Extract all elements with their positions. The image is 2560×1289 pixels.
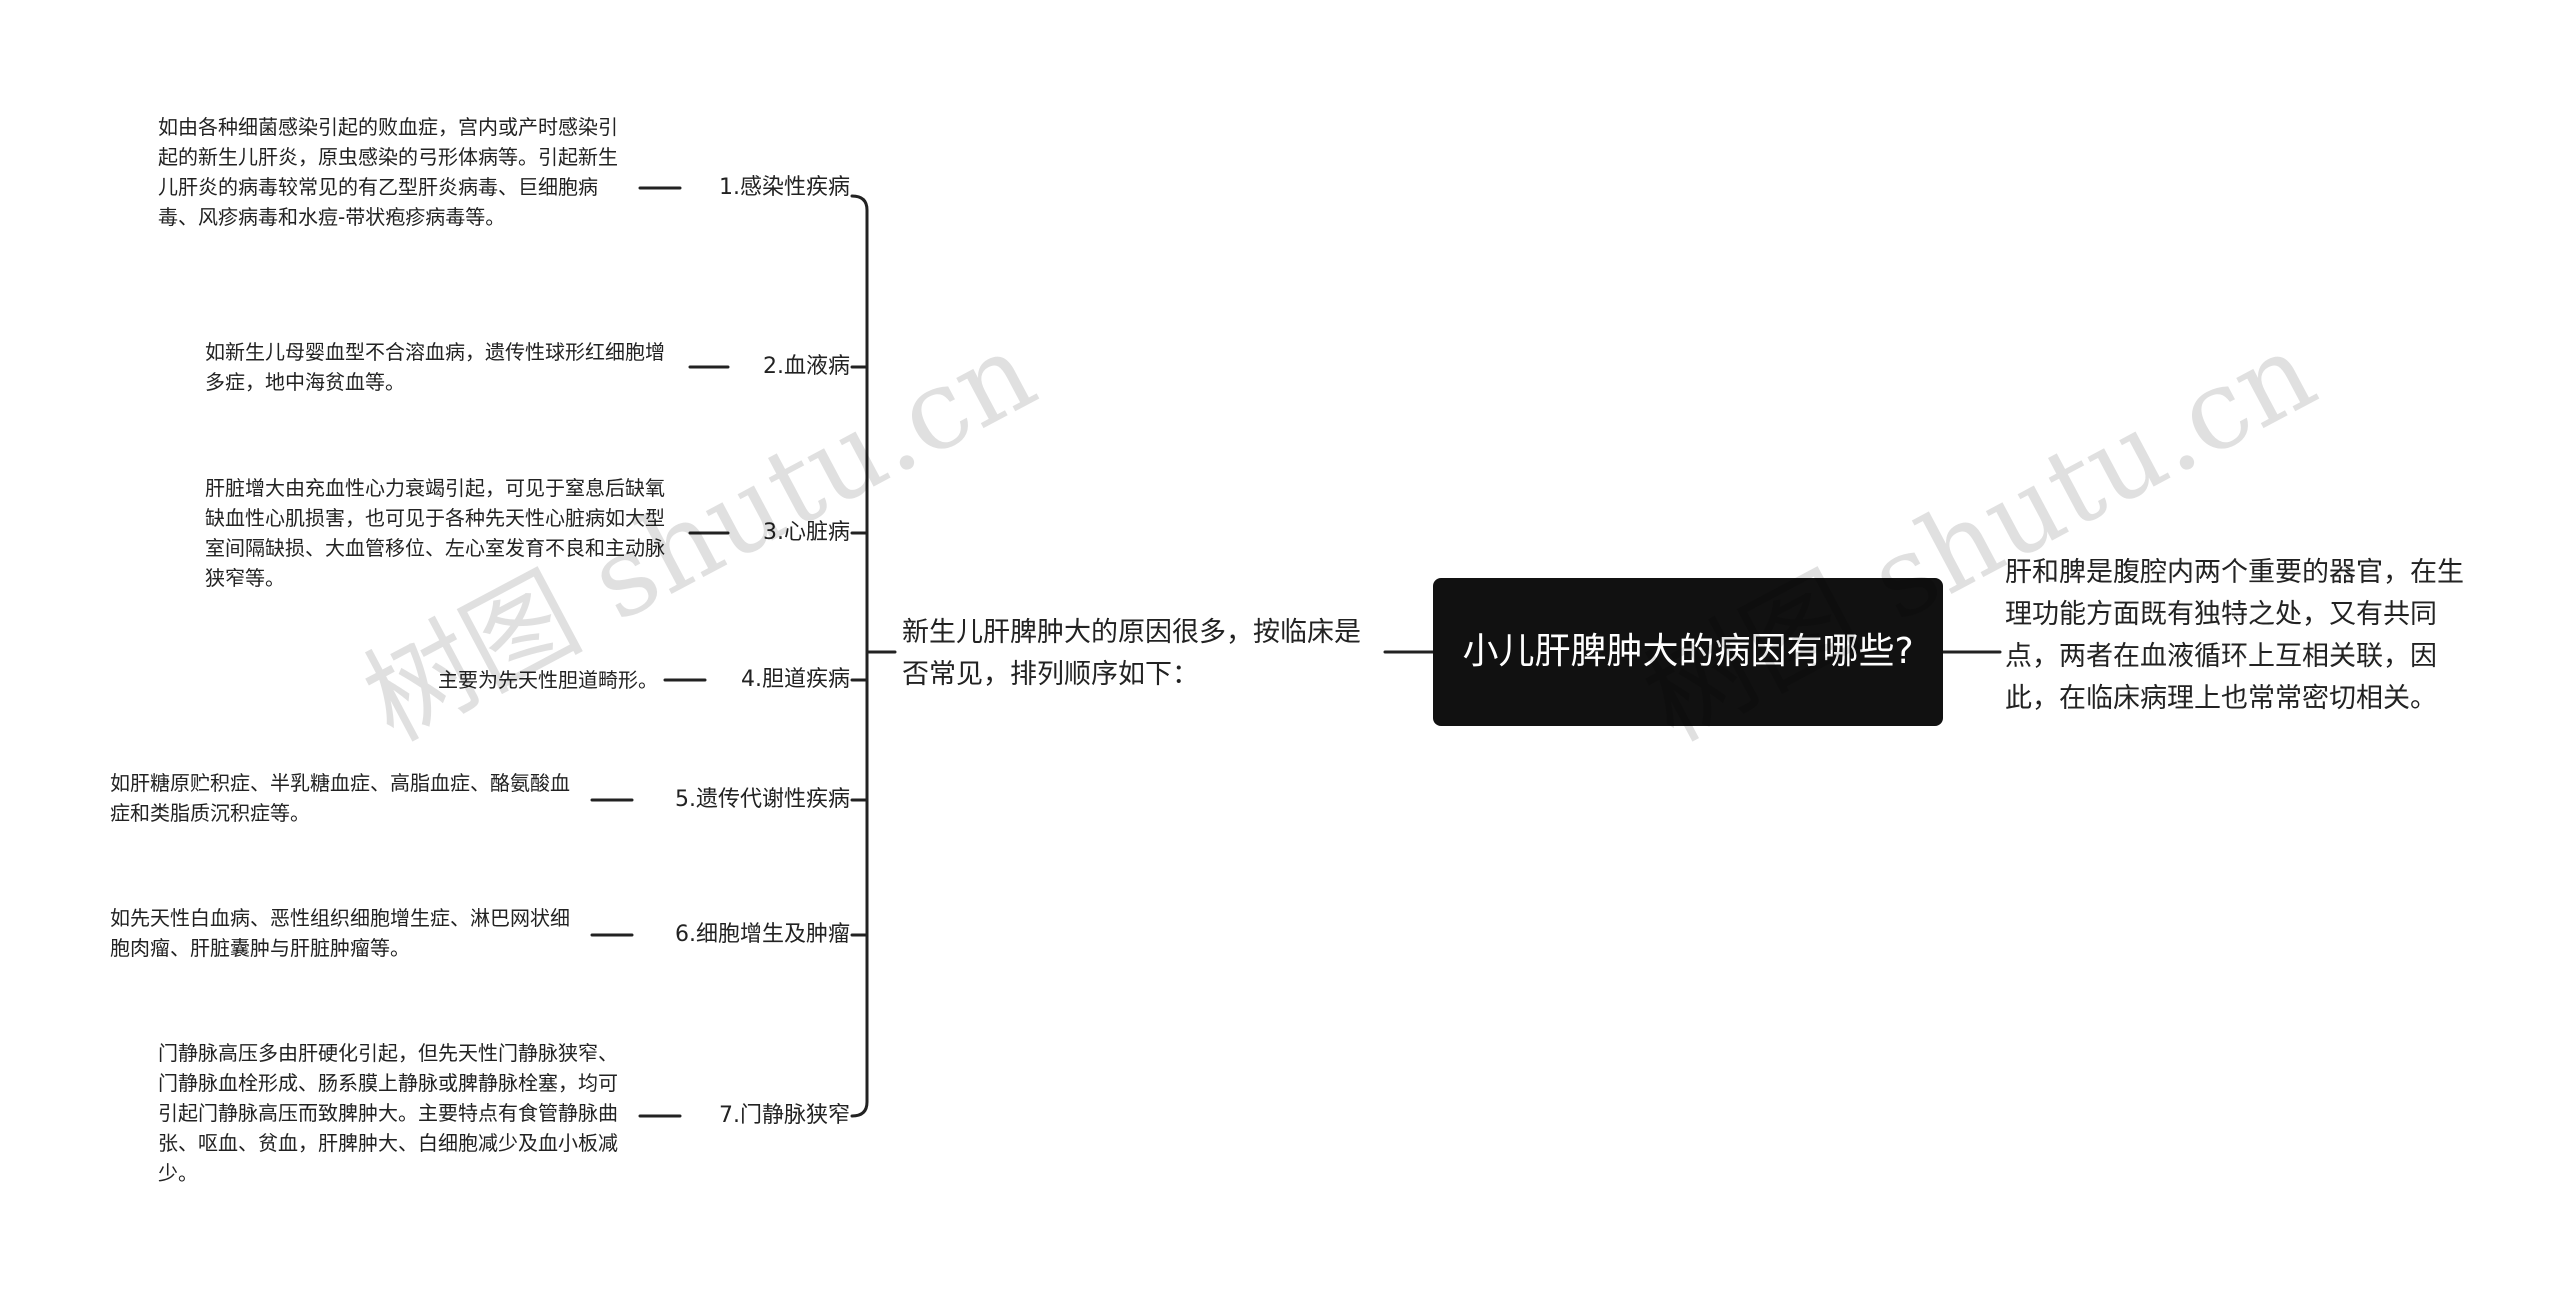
bracket-spine xyxy=(850,194,869,1118)
detail-2[interactable]: 如新生儿母婴血型不合溶血病，遗传性球形红细胞增多症，地中海贫血等。 xyxy=(205,340,665,394)
intro-node[interactable]: 新生儿肝脾肿大的原因很多，按临床是否常见，排列顺序如下： xyxy=(902,617,1361,690)
side-note-node[interactable]: 肝和脾是腹腔内两个重要的器官，在生理功能方面既有独特之处，又有共同点，两者在血液… xyxy=(2005,557,2464,714)
detail-1[interactable]: 如由各种细菌感染引起的败血症，宫内或产时感染引起的新生儿肝炎，原虫感染的弓形体病… xyxy=(158,115,618,229)
detail-3[interactable]: 肝脏增大由充血性心力衰竭引起，可见于窒息后缺氧缺血性心肌损害，也可见于各种先天性… xyxy=(205,476,665,590)
category-6[interactable]: 6.细胞增生及肿瘤 xyxy=(675,922,850,947)
detail-6[interactable]: 如先天性白血病、恶性组织细胞增生症、淋巴网状细胞肉瘤、肝脏囊肿与肝脏肿瘤等。 xyxy=(110,906,570,960)
root-topic[interactable]: 小儿肝脾肿大的病因有哪些? xyxy=(1433,578,1943,726)
category-5[interactable]: 5.遗传代谢性疾病 xyxy=(675,787,850,812)
detail-5[interactable]: 如肝糖原贮积症、半乳糖血症、高脂血症、酪氨酸血症和类脂质沉积症等。 xyxy=(110,771,570,825)
detail-4[interactable]: 主要为先天性胆道畸形。 xyxy=(438,668,658,692)
root-title: 小儿肝脾肿大的病因有哪些? xyxy=(1462,631,1914,672)
category-1[interactable]: 1.感染性疾病 xyxy=(719,175,850,200)
detail-7[interactable]: 门静脉高压多由肝硬化引起，但先天性门静脉狭窄、门静脉血栓形成、肠系膜上静脉或脾静… xyxy=(158,1041,618,1185)
category-7[interactable]: 7.门静脉狭窄 xyxy=(719,1103,850,1128)
category-4[interactable]: 4.胆道疾病 xyxy=(741,667,850,692)
category-3[interactable]: 3.心脏病 xyxy=(763,520,850,545)
category-2[interactable]: 2.血液病 xyxy=(763,354,850,379)
